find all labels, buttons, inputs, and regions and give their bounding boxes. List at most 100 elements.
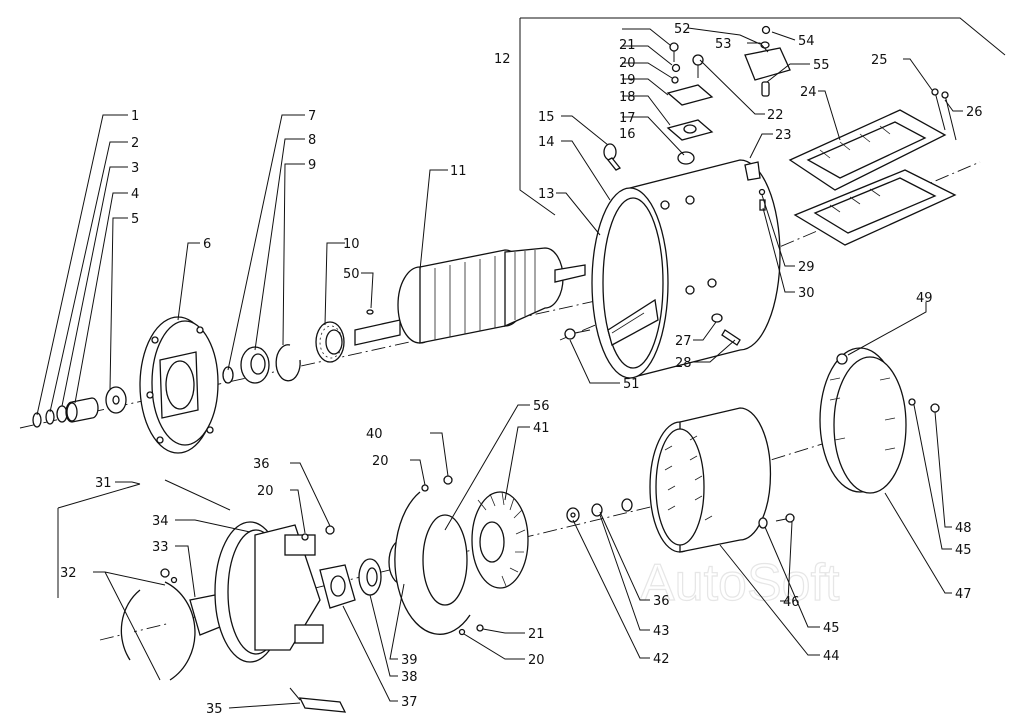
screw-21-top [669, 42, 679, 62]
label-53: 53 [715, 37, 732, 52]
label-56: 56 [533, 399, 550, 414]
label-24: 24 [800, 85, 817, 100]
label-37: 37 [401, 695, 418, 710]
label-30: 30 [798, 286, 815, 301]
label-18: 18 [619, 90, 636, 105]
label-48: 48 [955, 521, 972, 536]
label-22: 22 [767, 108, 784, 123]
washer-2 [45, 409, 55, 425]
label-14: 14 [538, 135, 555, 150]
washer-20-center [421, 484, 429, 492]
label-7: 7 [308, 109, 316, 124]
gasket-37 [319, 564, 356, 609]
yoke-housing-13 [591, 159, 781, 379]
washer-20-top [671, 63, 681, 73]
label-16: 16 [619, 127, 636, 142]
plate-17 [666, 119, 714, 141]
label-20-left: 20 [257, 484, 274, 499]
screw-28 [721, 329, 741, 346]
cover-18 [666, 84, 714, 106]
label-27: 27 [675, 334, 692, 349]
screw-21-bottom [476, 624, 484, 632]
label-55: 55 [813, 58, 830, 73]
washer-5 [105, 386, 127, 414]
label-47: 47 [955, 587, 972, 602]
grommet-16 [677, 151, 695, 165]
label-20-bottom: 20 [528, 653, 545, 668]
key-50 [366, 309, 374, 315]
label-1: 1 [131, 109, 139, 124]
label-36-left: 36 [253, 457, 270, 472]
bracket-12-line [519, 17, 1006, 216]
label-21-top: 21 [619, 38, 636, 53]
label-36-right: 36 [653, 594, 670, 609]
label-12: 12 [494, 52, 511, 67]
leader-lines [36, 27, 963, 709]
screw-29 [758, 188, 766, 196]
label-31: 31 [95, 476, 112, 491]
label-2: 2 [131, 136, 139, 151]
label-9: 9 [308, 158, 316, 173]
label-20-center: 20 [372, 454, 389, 469]
screw-54 [761, 25, 771, 35]
label-35: 35 [206, 702, 223, 717]
field-coils-24 [788, 109, 957, 246]
label-19: 19 [619, 73, 636, 88]
clip-23 [744, 161, 761, 181]
terminal-15 [603, 143, 622, 171]
washer-7 [222, 366, 234, 384]
cover-53 [744, 47, 791, 81]
label-45-right: 45 [955, 543, 972, 558]
screw-36-left [325, 525, 335, 535]
washer-19 [671, 76, 679, 84]
end-shield-6 [139, 316, 219, 454]
washer-42 [566, 507, 580, 523]
label-8: 8 [308, 133, 316, 148]
washer-45-right [908, 398, 916, 406]
washer-20-bottom [458, 628, 466, 636]
label-28: 28 [675, 356, 692, 371]
lead-25 [931, 88, 946, 131]
label-23: 23 [775, 128, 792, 143]
label-52: 52 [674, 22, 691, 37]
nut-36-right [621, 498, 633, 512]
label-43: 43 [653, 624, 670, 639]
bearing-38 [358, 558, 382, 596]
sleeve-55 [761, 81, 770, 97]
label-41: 41 [533, 421, 550, 436]
armature-11 [354, 247, 586, 346]
washer-43 [591, 503, 603, 517]
screw-46 [775, 513, 795, 523]
label-13: 13 [538, 187, 555, 202]
label-32: 32 [60, 566, 77, 581]
plug-27 [711, 313, 723, 323]
label-15: 15 [538, 110, 555, 125]
label-38: 38 [401, 670, 418, 685]
label-45-left: 45 [823, 621, 840, 636]
bearing-10 [315, 321, 345, 363]
label-44: 44 [823, 649, 840, 664]
washer-20-left [301, 533, 309, 541]
label-6: 6 [203, 237, 211, 252]
lead-26 [941, 91, 957, 141]
screw-22 [692, 54, 704, 78]
label-50: 50 [343, 267, 360, 282]
label-42: 42 [653, 652, 670, 667]
label-25: 25 [871, 53, 888, 68]
label-40: 40 [366, 427, 383, 442]
circlip-9 [275, 344, 301, 382]
label-29: 29 [798, 260, 815, 275]
bushing-4 [65, 397, 99, 423]
fan-41 [471, 491, 529, 589]
label-54: 54 [798, 34, 815, 49]
screw-51 [564, 328, 591, 340]
label-10: 10 [343, 237, 360, 252]
washer-45-left [758, 517, 768, 529]
screw-48 [930, 403, 940, 413]
brush-35 [289, 687, 347, 713]
label-26: 26 [966, 105, 983, 120]
cover-44 [649, 407, 772, 553]
watermark: AutoSoft [640, 554, 840, 612]
cover-band-32 [120, 581, 196, 681]
axis-line-lower-right [679, 419, 901, 489]
